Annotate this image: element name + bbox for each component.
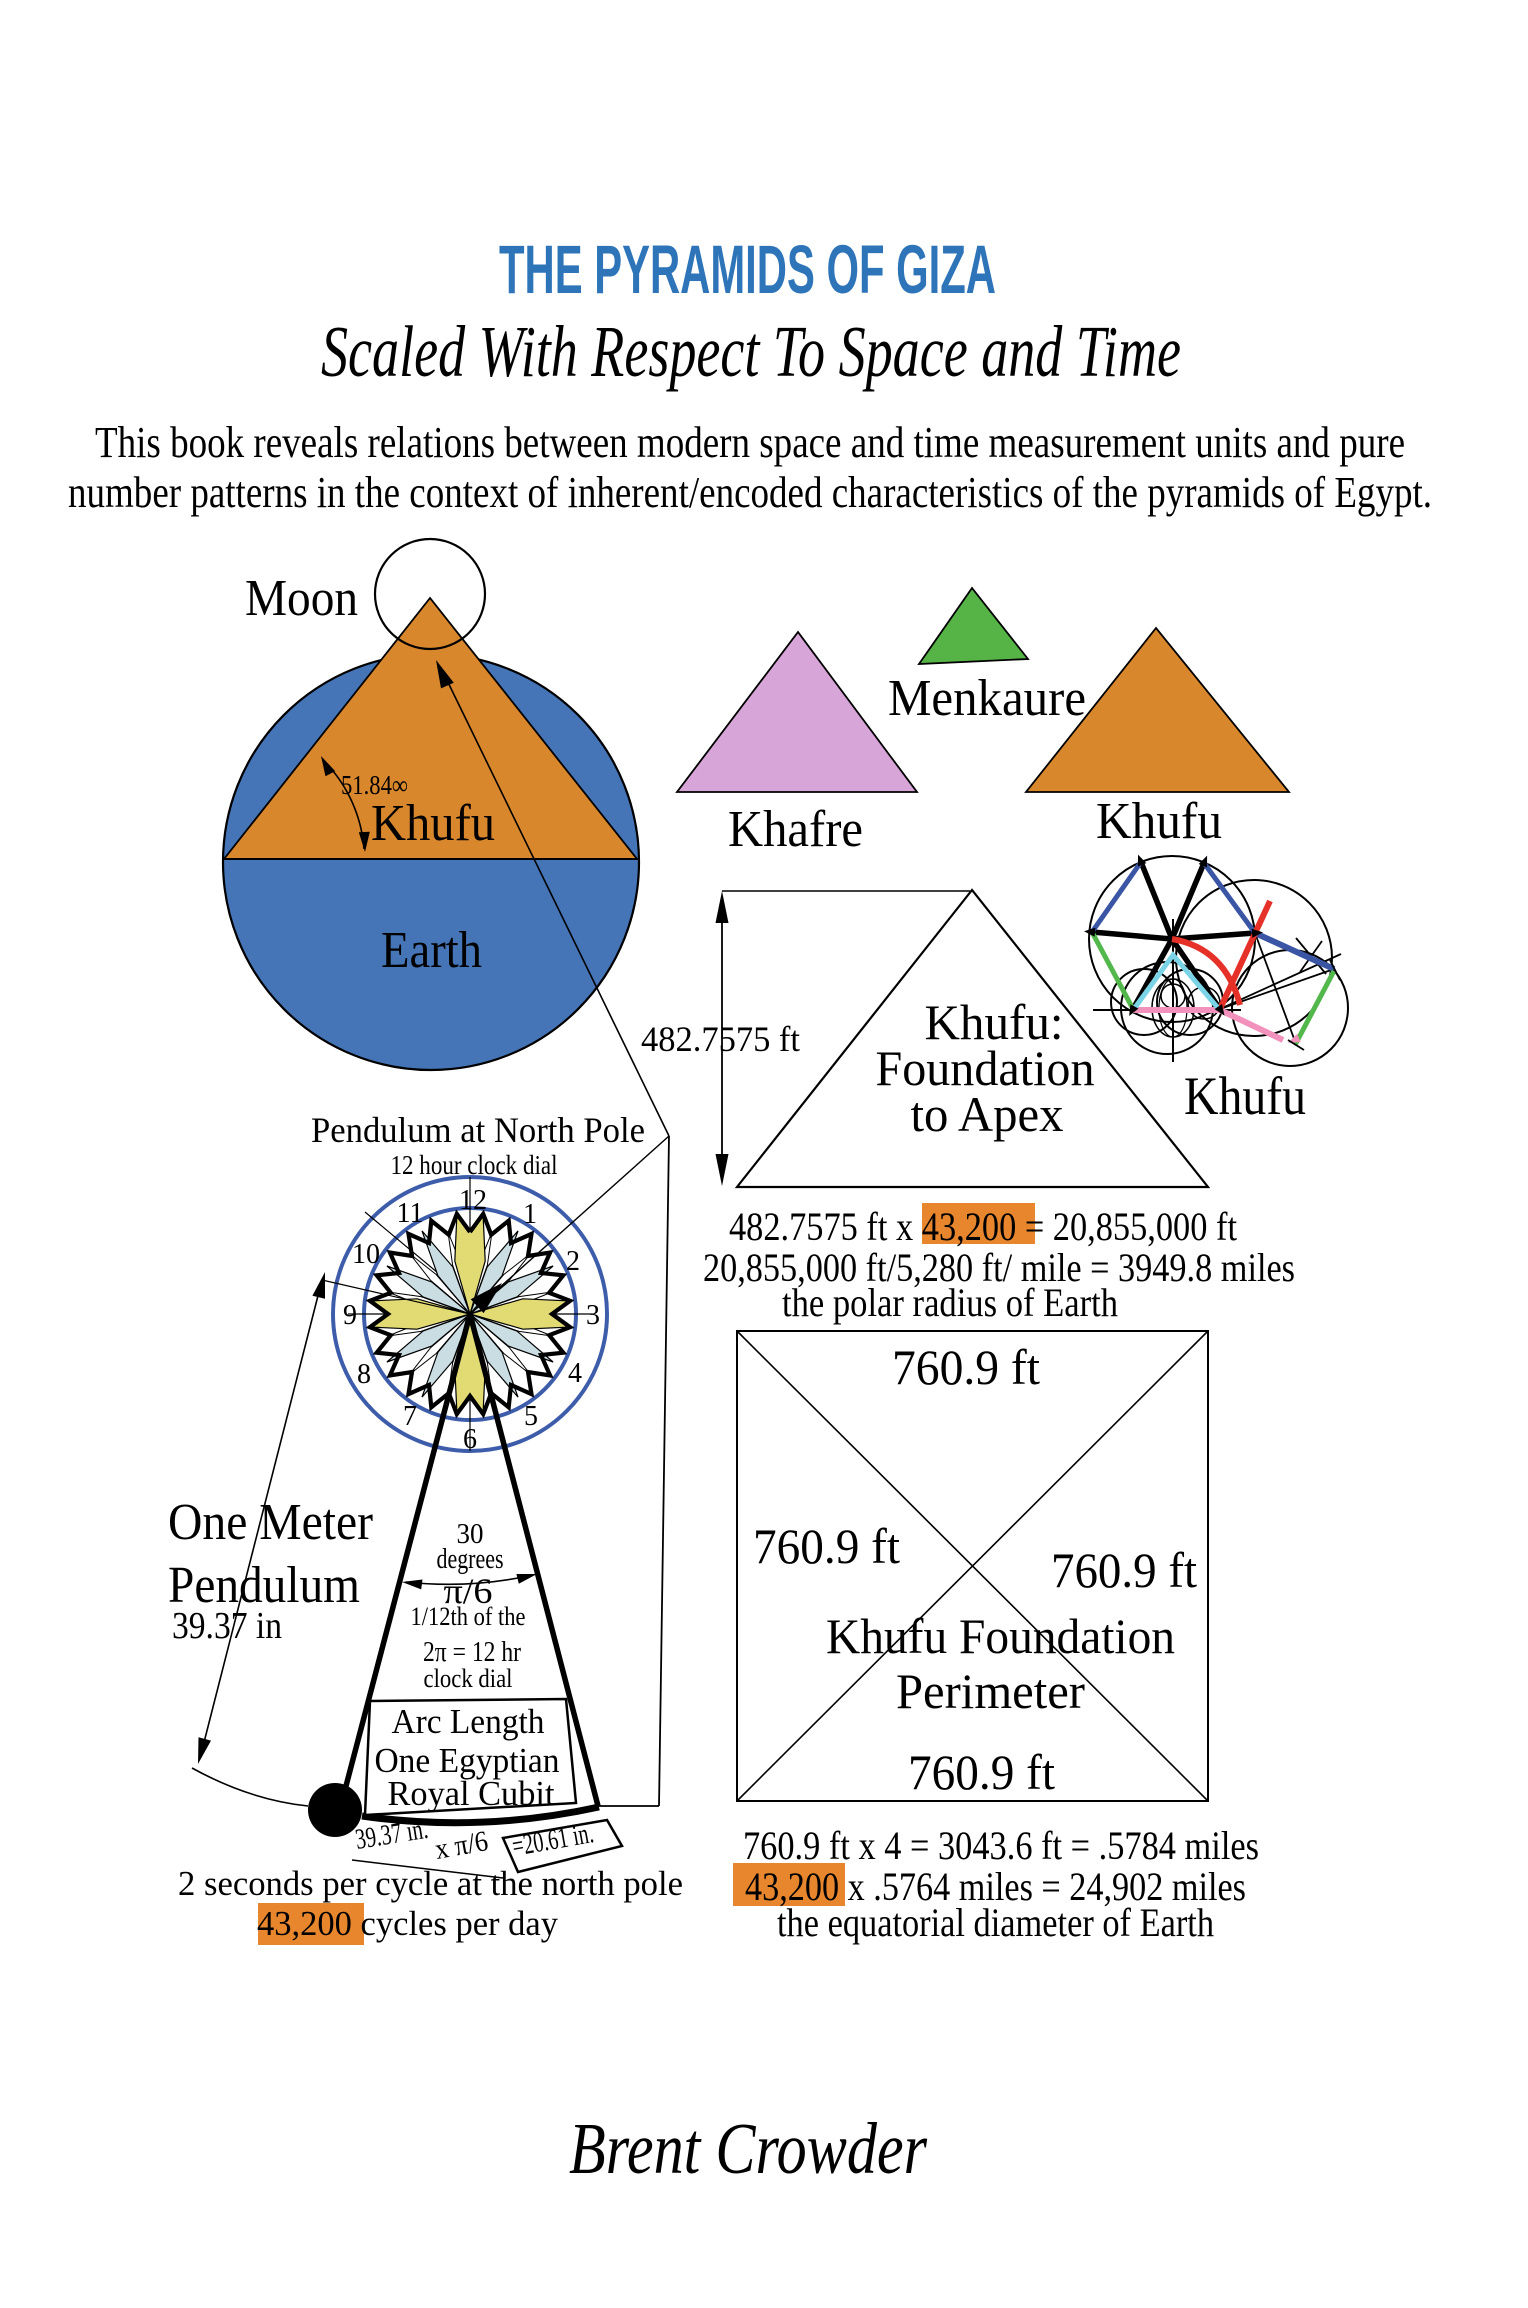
svg-text:482.7575 ft x 43,200 = 20,855,: 482.7575 ft x 43,200 = 20,855,000 ft	[729, 1204, 1237, 1249]
svg-text:Khufu:: Khufu:	[925, 994, 1064, 1050]
svg-text:5: 5	[524, 1401, 538, 1432]
svg-text:π/6: π/6	[444, 1571, 493, 1611]
svg-text:12 hour clock dial: 12 hour clock dial	[391, 1150, 558, 1180]
svg-text:760.9 ft: 760.9 ft	[753, 1518, 900, 1574]
svg-text:Menkaure: Menkaure	[888, 670, 1086, 727]
svg-text:10: 10	[352, 1239, 380, 1270]
svg-text:number patterns in the context: number patterns in the context of inhere…	[68, 468, 1432, 517]
svg-text:Khufu: Khufu	[1184, 1066, 1306, 1126]
svg-text:clock dial: clock dial	[424, 1664, 513, 1693]
svg-text:3: 3	[586, 1300, 600, 1331]
svg-text:2: 2	[566, 1246, 580, 1277]
svg-text:This book reveals relations be: This book reveals relations between mode…	[95, 418, 1405, 467]
svg-text:Pendulum at North Pole: Pendulum at North Pole	[311, 1110, 645, 1150]
svg-text:Khafre: Khafre	[728, 801, 863, 858]
svg-text:30: 30	[457, 1519, 484, 1550]
svg-text:2π = 12 hr: 2π = 12 hr	[423, 1637, 522, 1668]
svg-text:Brent Crowder: Brent Crowder	[569, 2108, 927, 2189]
svg-text:760.9 ft: 760.9 ft	[908, 1744, 1055, 1800]
svg-text:6: 6	[463, 1424, 477, 1455]
svg-text:x π/6: x π/6	[433, 1825, 491, 1866]
svg-text:7: 7	[403, 1401, 417, 1432]
svg-text:the polar radius of Earth: the polar radius of Earth	[782, 1280, 1118, 1325]
svg-text:43,200 x .5764 miles = 24,902: 43,200 x .5764 miles = 24,902 miles	[745, 1864, 1246, 1909]
svg-text:482.7575 ft: 482.7575 ft	[641, 1019, 800, 1059]
svg-text:Pendulum: Pendulum	[168, 1557, 360, 1614]
svg-text:degrees: degrees	[437, 1544, 504, 1575]
svg-text:760.9 ft: 760.9 ft	[892, 1339, 1040, 1395]
svg-text:1: 1	[523, 1199, 537, 1230]
svg-text:to Apex: to Apex	[911, 1086, 1064, 1142]
svg-text:43,200 cycles per day: 43,200 cycles per day	[257, 1904, 558, 1943]
svg-text:12: 12	[459, 1185, 487, 1216]
svg-text:THE PYRAMIDS OF GIZA: THE PYRAMIDS OF GIZA	[499, 231, 996, 308]
svg-text:8: 8	[357, 1359, 371, 1390]
svg-text:4: 4	[568, 1358, 582, 1389]
svg-text:2 seconds per cycle at the nor: 2 seconds per cycle at the north pole	[178, 1864, 683, 1903]
svg-text:Earth: Earth	[381, 922, 482, 979]
svg-text:Khufu: Khufu	[371, 795, 495, 852]
svg-text:760.9 ft: 760.9 ft	[1051, 1542, 1197, 1598]
svg-text:One Egyptian: One Egyptian	[375, 1741, 560, 1780]
svg-text:Moon: Moon	[245, 570, 358, 627]
svg-text:Khufu: Khufu	[1096, 793, 1222, 850]
svg-text:Foundation: Foundation	[876, 1040, 1095, 1096]
svg-text:51.84∞: 51.84∞	[341, 770, 408, 800]
svg-text:9: 9	[343, 1300, 357, 1331]
svg-text:11: 11	[397, 1198, 424, 1229]
svg-text:1/12th of the: 1/12th of the	[411, 1602, 526, 1631]
svg-text:Royal Cubit: Royal Cubit	[388, 1774, 555, 1813]
svg-text:Khufu Foundation: Khufu Foundation	[826, 1608, 1175, 1664]
svg-text:760.9 ft x 4 = 3043.6 ft = .57: 760.9 ft x 4 = 3043.6 ft = .5784 miles	[743, 1823, 1259, 1868]
svg-text:20,855,000 ft/5,280 ft/ mile =: 20,855,000 ft/5,280 ft/ mile = 3949.8 mi…	[703, 1245, 1295, 1290]
svg-text:Scaled With Respect To Space a: Scaled With Respect To Space and Time	[321, 311, 1181, 392]
svg-text:One Meter: One Meter	[168, 1494, 373, 1551]
svg-text:the equatorial diameter of Ear: the equatorial diameter of Earth	[777, 1900, 1214, 1945]
svg-text:Perimeter: Perimeter	[896, 1663, 1085, 1719]
svg-text:Arc Length: Arc Length	[392, 1702, 545, 1741]
svg-text:39.37 in: 39.37 in	[172, 1605, 282, 1647]
